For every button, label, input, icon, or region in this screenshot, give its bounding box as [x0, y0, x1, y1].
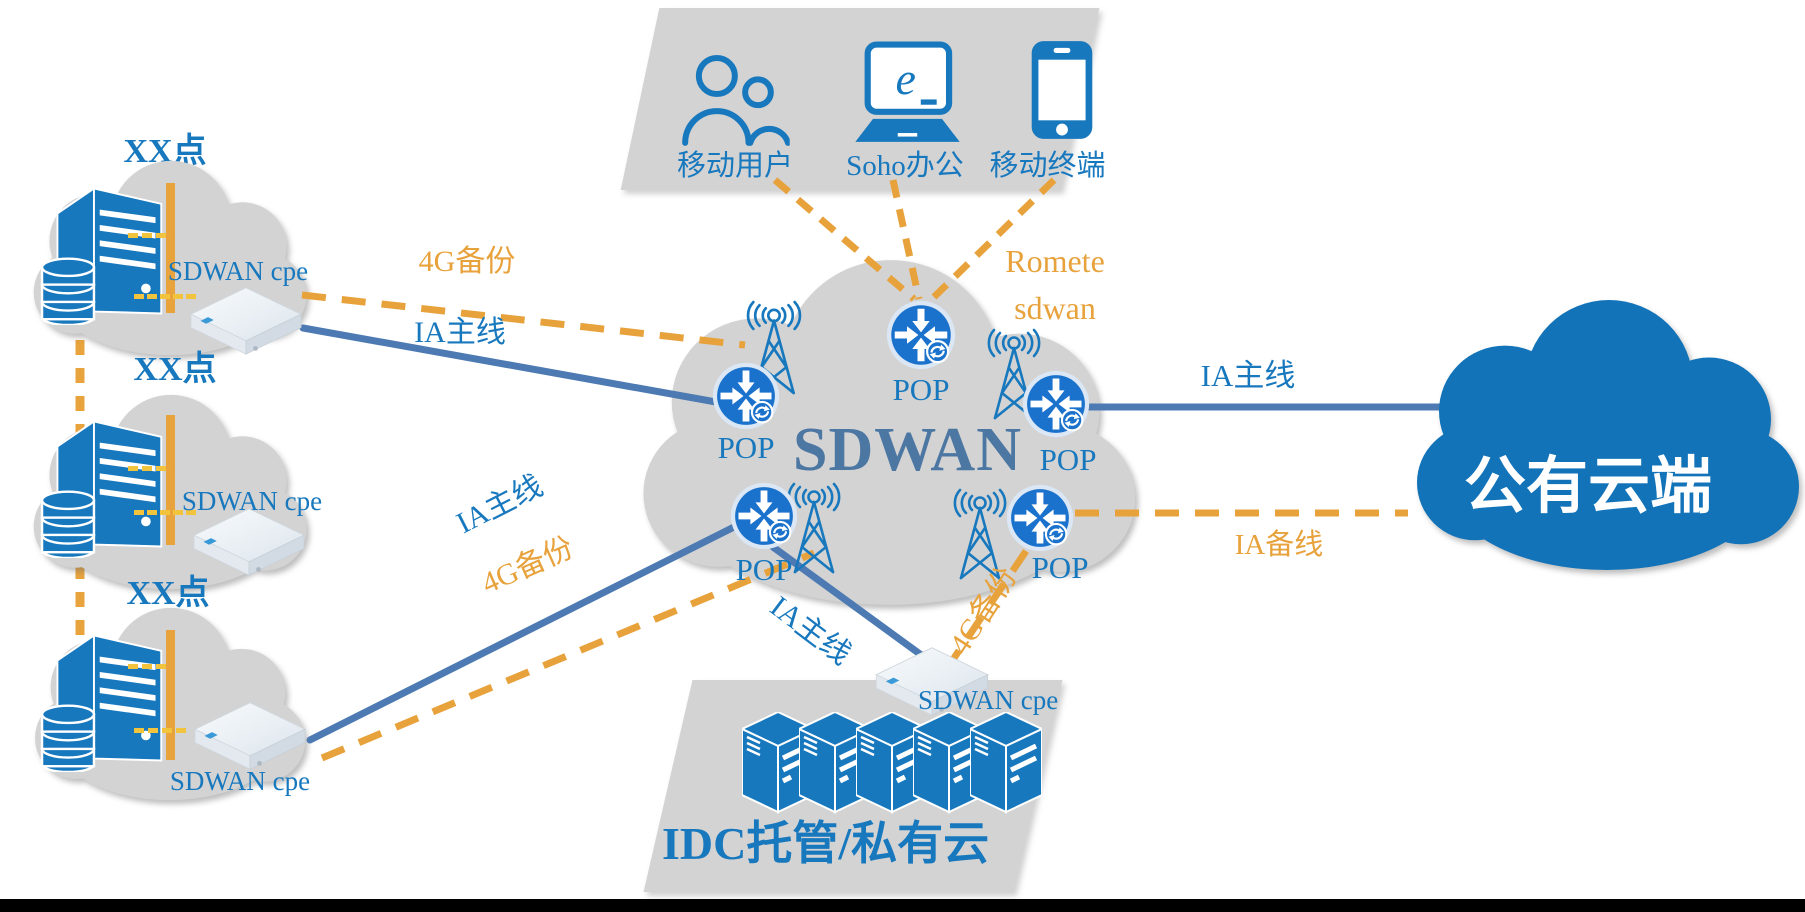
laptop-e-glyph: e	[896, 53, 916, 104]
remote-sdwan-line2: sdwan	[1014, 290, 1096, 326]
pop-router-icon-top	[886, 300, 956, 370]
public-cloud	[1405, 296, 1805, 574]
laptop-icon: e	[855, 41, 960, 142]
link-remote-soho	[889, 179, 923, 300]
pop-router-icon-right-top	[1022, 370, 1090, 438]
idc-label: IDC托管/私有云	[662, 818, 990, 869]
link-label-ia-main-public: IA主线	[1200, 358, 1296, 393]
remote-sdwan-label: Romete sdwan	[975, 238, 1135, 332]
pop-label-bottom-left: POP	[735, 552, 793, 587]
link-ia-main-site1	[299, 324, 720, 406]
link-ia-main-site3	[306, 520, 744, 744]
public-cloud-label: 公有云端	[1463, 453, 1712, 521]
link-ia-main-idc	[769, 543, 928, 661]
lan-dash-site-3b	[134, 728, 186, 733]
link-4g-backup-site1	[301, 291, 746, 349]
cpe-label-site-1: SDWAN cpe	[167, 256, 309, 286]
pop-router-icon-bottom-right	[1006, 484, 1074, 552]
link-label-ia-backup-public: IA备线	[1234, 529, 1324, 561]
lan-bar-site-3	[166, 630, 175, 760]
pop-label-top: POP	[892, 372, 950, 407]
pop-label-left: POP	[717, 430, 775, 465]
access-label-soho-office: Soho办公	[846, 150, 964, 182]
link-remote-users	[772, 177, 917, 302]
link-label-ia-main-site1: IA主线	[414, 316, 506, 349]
cpe-device-site-1	[182, 282, 310, 356]
site-title-3: XX点	[126, 575, 210, 612]
lan-dash-site-3a	[128, 664, 166, 669]
pop-label-bottom-right: POP	[1031, 550, 1089, 585]
link-label-4g-backup-site1: 4G备份	[418, 245, 516, 278]
pop-label-right-top: POP	[1039, 442, 1097, 477]
site-title-2: XX点	[133, 351, 217, 388]
cpe-label-site-3: SDWAN cpe	[169, 766, 311, 796]
access-label-mobile-terminal: 移动终端	[989, 150, 1106, 182]
idc-server-icon-5	[970, 712, 1042, 814]
bottom-black-bar	[0, 899, 1805, 912]
lan-dash-site-1b	[134, 294, 196, 299]
pop-router-icon-bottom-left	[730, 482, 798, 550]
lan-bar-site-1	[166, 183, 175, 313]
cpe-device-site-3	[186, 697, 314, 771]
lan-dash-site-1a	[128, 233, 166, 238]
remote-sdwan-line1: Romete	[1005, 243, 1105, 279]
lan-bar-site-2	[166, 415, 175, 545]
sdwan-cloud-title: SDWAN	[793, 416, 1022, 484]
link-4g-backup-site3	[320, 549, 816, 762]
lan-dash-site-2a	[128, 466, 166, 471]
pop-router-icon-left	[712, 362, 780, 430]
lan-dash-site-2b	[134, 510, 196, 515]
access-label-mobile-users: 移动用户	[676, 150, 793, 182]
link-4g-backup-idc	[943, 549, 1029, 672]
cpe-label-idc: SDWAN cpe	[918, 685, 1059, 715]
